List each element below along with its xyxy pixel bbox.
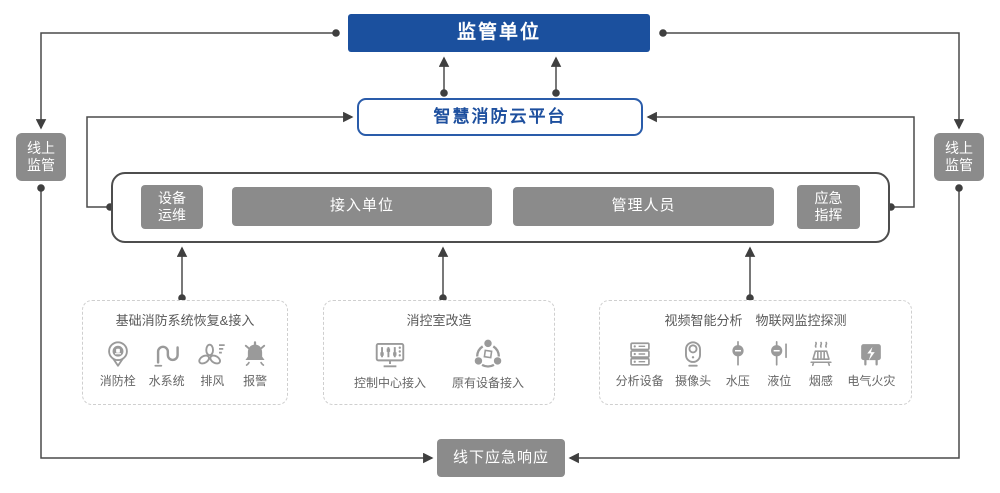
item-label: 摄像头 bbox=[675, 373, 712, 388]
online-supervision-right: 线上 监管 bbox=[934, 133, 984, 181]
managers-node: 管理人员 bbox=[513, 187, 774, 226]
item-label: 水压 bbox=[725, 373, 750, 388]
item-label: 原有设备接入 bbox=[451, 375, 524, 390]
item-water-pressure: 水压 bbox=[723, 339, 753, 389]
group-control-room-retrofit: 消控室改造 控制中心接入 bbox=[323, 300, 555, 405]
group-title: 消控室改造 bbox=[406, 313, 472, 328]
item-label: 分析设备 bbox=[615, 373, 664, 388]
regulator-node: 监管单位 bbox=[348, 14, 650, 52]
item-hydrant: 消防栓 bbox=[100, 339, 136, 389]
group-items: 消防栓 水系统 排风 bbox=[83, 329, 287, 404]
server-icon bbox=[629, 341, 650, 366]
item-alarm: 报警 bbox=[240, 339, 270, 389]
fan-icon bbox=[198, 343, 226, 364]
water-pressure-icon bbox=[732, 340, 744, 366]
alarm-bell-icon bbox=[245, 340, 266, 366]
item-label: 消防栓 bbox=[99, 373, 136, 388]
electrical-fire-icon bbox=[861, 343, 882, 365]
online-supervision-left: 线上 监管 bbox=[16, 133, 66, 181]
item-exhaust: 排风 bbox=[197, 339, 227, 389]
item-label: 水系统 bbox=[148, 373, 185, 388]
group-video-iot-monitoring: 视频智能分析 物联网监控探测 分析设备 bbox=[599, 300, 912, 405]
item-label: 排风 bbox=[200, 373, 225, 388]
hydrant-icon bbox=[107, 340, 128, 367]
liquid-level-icon bbox=[771, 340, 788, 366]
item-liquid-level: 液位 bbox=[764, 339, 794, 389]
group-title: 视频智能分析 物联网监控探测 bbox=[664, 313, 847, 328]
platform-node: 智慧消防云平台 bbox=[357, 98, 643, 136]
item-water-system: 水系统 bbox=[149, 339, 185, 389]
item-label: 液位 bbox=[767, 373, 792, 388]
item-label: 控制中心接入 bbox=[353, 375, 426, 390]
item-label: 烟感 bbox=[808, 373, 833, 388]
legacy-device-icon bbox=[474, 339, 502, 367]
emergency-command-node: 应急 指挥 bbox=[797, 185, 860, 229]
item-control-center: 控制中心接入 bbox=[354, 337, 426, 391]
group-items: 分析设备 摄像头 水压 bbox=[600, 329, 911, 404]
item-electrical-fire: 电气火灾 bbox=[847, 339, 895, 389]
offline-response-node: 线下应急响应 bbox=[437, 439, 565, 477]
water-pipe-icon bbox=[154, 345, 179, 367]
group-title: 基础消防系统恢复&接入 bbox=[115, 313, 255, 328]
item-label: 电气火灾 bbox=[847, 373, 896, 388]
item-smoke-sensor: 烟感 bbox=[806, 339, 836, 389]
smoke-sensor-icon bbox=[810, 341, 832, 366]
item-analysis-device: 分析设备 bbox=[616, 339, 664, 389]
device-ops-node: 设备 运维 bbox=[141, 185, 203, 229]
item-camera: 摄像头 bbox=[675, 339, 711, 389]
access-units-node: 接入单位 bbox=[232, 187, 492, 226]
group-items: 控制中心接入 原有设备接入 bbox=[324, 329, 554, 404]
group-basic-fire-systems: 基础消防系统恢复&接入 消防栓 水系统 bbox=[82, 300, 288, 405]
camera-icon bbox=[685, 340, 702, 367]
control-center-icon bbox=[375, 342, 405, 367]
item-label: 报警 bbox=[243, 373, 268, 388]
item-legacy-device: 原有设备接入 bbox=[452, 337, 524, 391]
